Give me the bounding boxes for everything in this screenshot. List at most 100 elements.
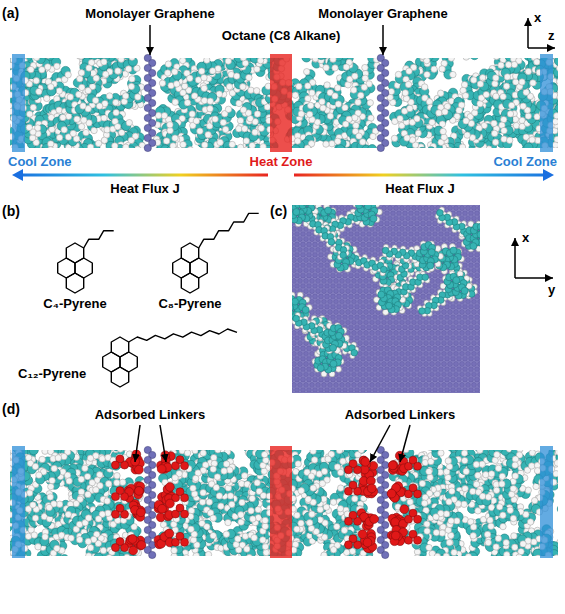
atom [424,71,430,77]
atom [129,54,135,60]
atom [92,48,98,54]
atom [261,43,270,52]
atom [0,111,6,120]
atom [311,47,320,56]
atom [227,43,236,52]
atom [509,50,518,59]
atom [339,46,348,55]
atom [90,148,96,154]
atom [362,64,368,70]
atom [103,71,109,77]
atom [461,82,467,88]
atom [86,160,95,169]
atom [343,121,349,127]
atom [80,147,89,156]
atom [454,47,460,53]
atom [118,56,124,62]
atom [491,120,497,126]
atom [319,46,325,52]
atom [305,48,314,57]
atom [85,151,91,157]
atom [556,43,562,49]
atom [456,42,465,51]
atom [104,127,110,133]
atom [165,61,171,67]
atom [491,48,497,54]
atom [254,111,260,117]
atom [254,88,260,94]
atom [56,107,62,113]
atom [128,137,134,143]
atom [237,144,243,150]
atom [95,50,104,59]
atom [226,84,232,90]
atom [83,160,89,166]
atom [77,47,83,53]
atom [301,51,307,57]
atom [71,149,80,158]
atom [165,70,171,76]
atom [430,148,439,157]
atom [108,49,114,55]
atom [237,118,243,124]
atom [440,150,449,159]
atom [446,147,452,153]
atom [87,150,93,156]
atom [320,105,326,111]
atom [415,159,424,168]
atom [338,51,344,57]
atom [513,122,519,128]
atom [91,147,100,156]
atom [461,44,470,53]
atom [242,157,248,163]
atom [356,133,362,139]
atom [438,159,444,165]
atom [470,51,479,60]
atom [266,48,272,54]
atom [101,59,107,65]
atom [189,111,195,117]
atom [368,145,377,154]
atom [436,148,442,154]
atom [118,52,124,58]
atom [351,147,360,156]
atom [360,139,366,145]
atom [453,153,459,159]
atom [95,140,101,146]
atom [406,68,412,74]
atom [332,50,338,56]
atom [155,112,161,118]
atom [3,59,9,65]
atom [512,116,518,122]
atom [96,148,102,154]
atom [463,54,469,60]
atom [368,150,374,156]
atom [90,51,99,60]
atom [249,49,258,58]
atom [456,148,465,157]
atom [430,150,439,159]
atom [134,151,140,157]
atom [356,151,362,157]
atom [561,117,565,126]
atom [0,107,2,116]
atom [129,76,135,82]
atom [246,49,252,55]
atom [161,150,167,156]
atom [388,88,394,94]
atom [98,47,104,53]
atom [76,40,85,49]
atom [263,51,269,57]
atom [75,150,84,159]
atom [248,87,254,93]
atom [422,84,428,90]
atom [87,144,93,150]
atom [115,68,121,74]
atom [435,153,444,162]
atom [352,115,358,121]
atom [450,71,456,77]
atom [236,100,242,106]
atom [414,149,420,155]
atom [27,111,33,117]
atom [446,150,455,159]
